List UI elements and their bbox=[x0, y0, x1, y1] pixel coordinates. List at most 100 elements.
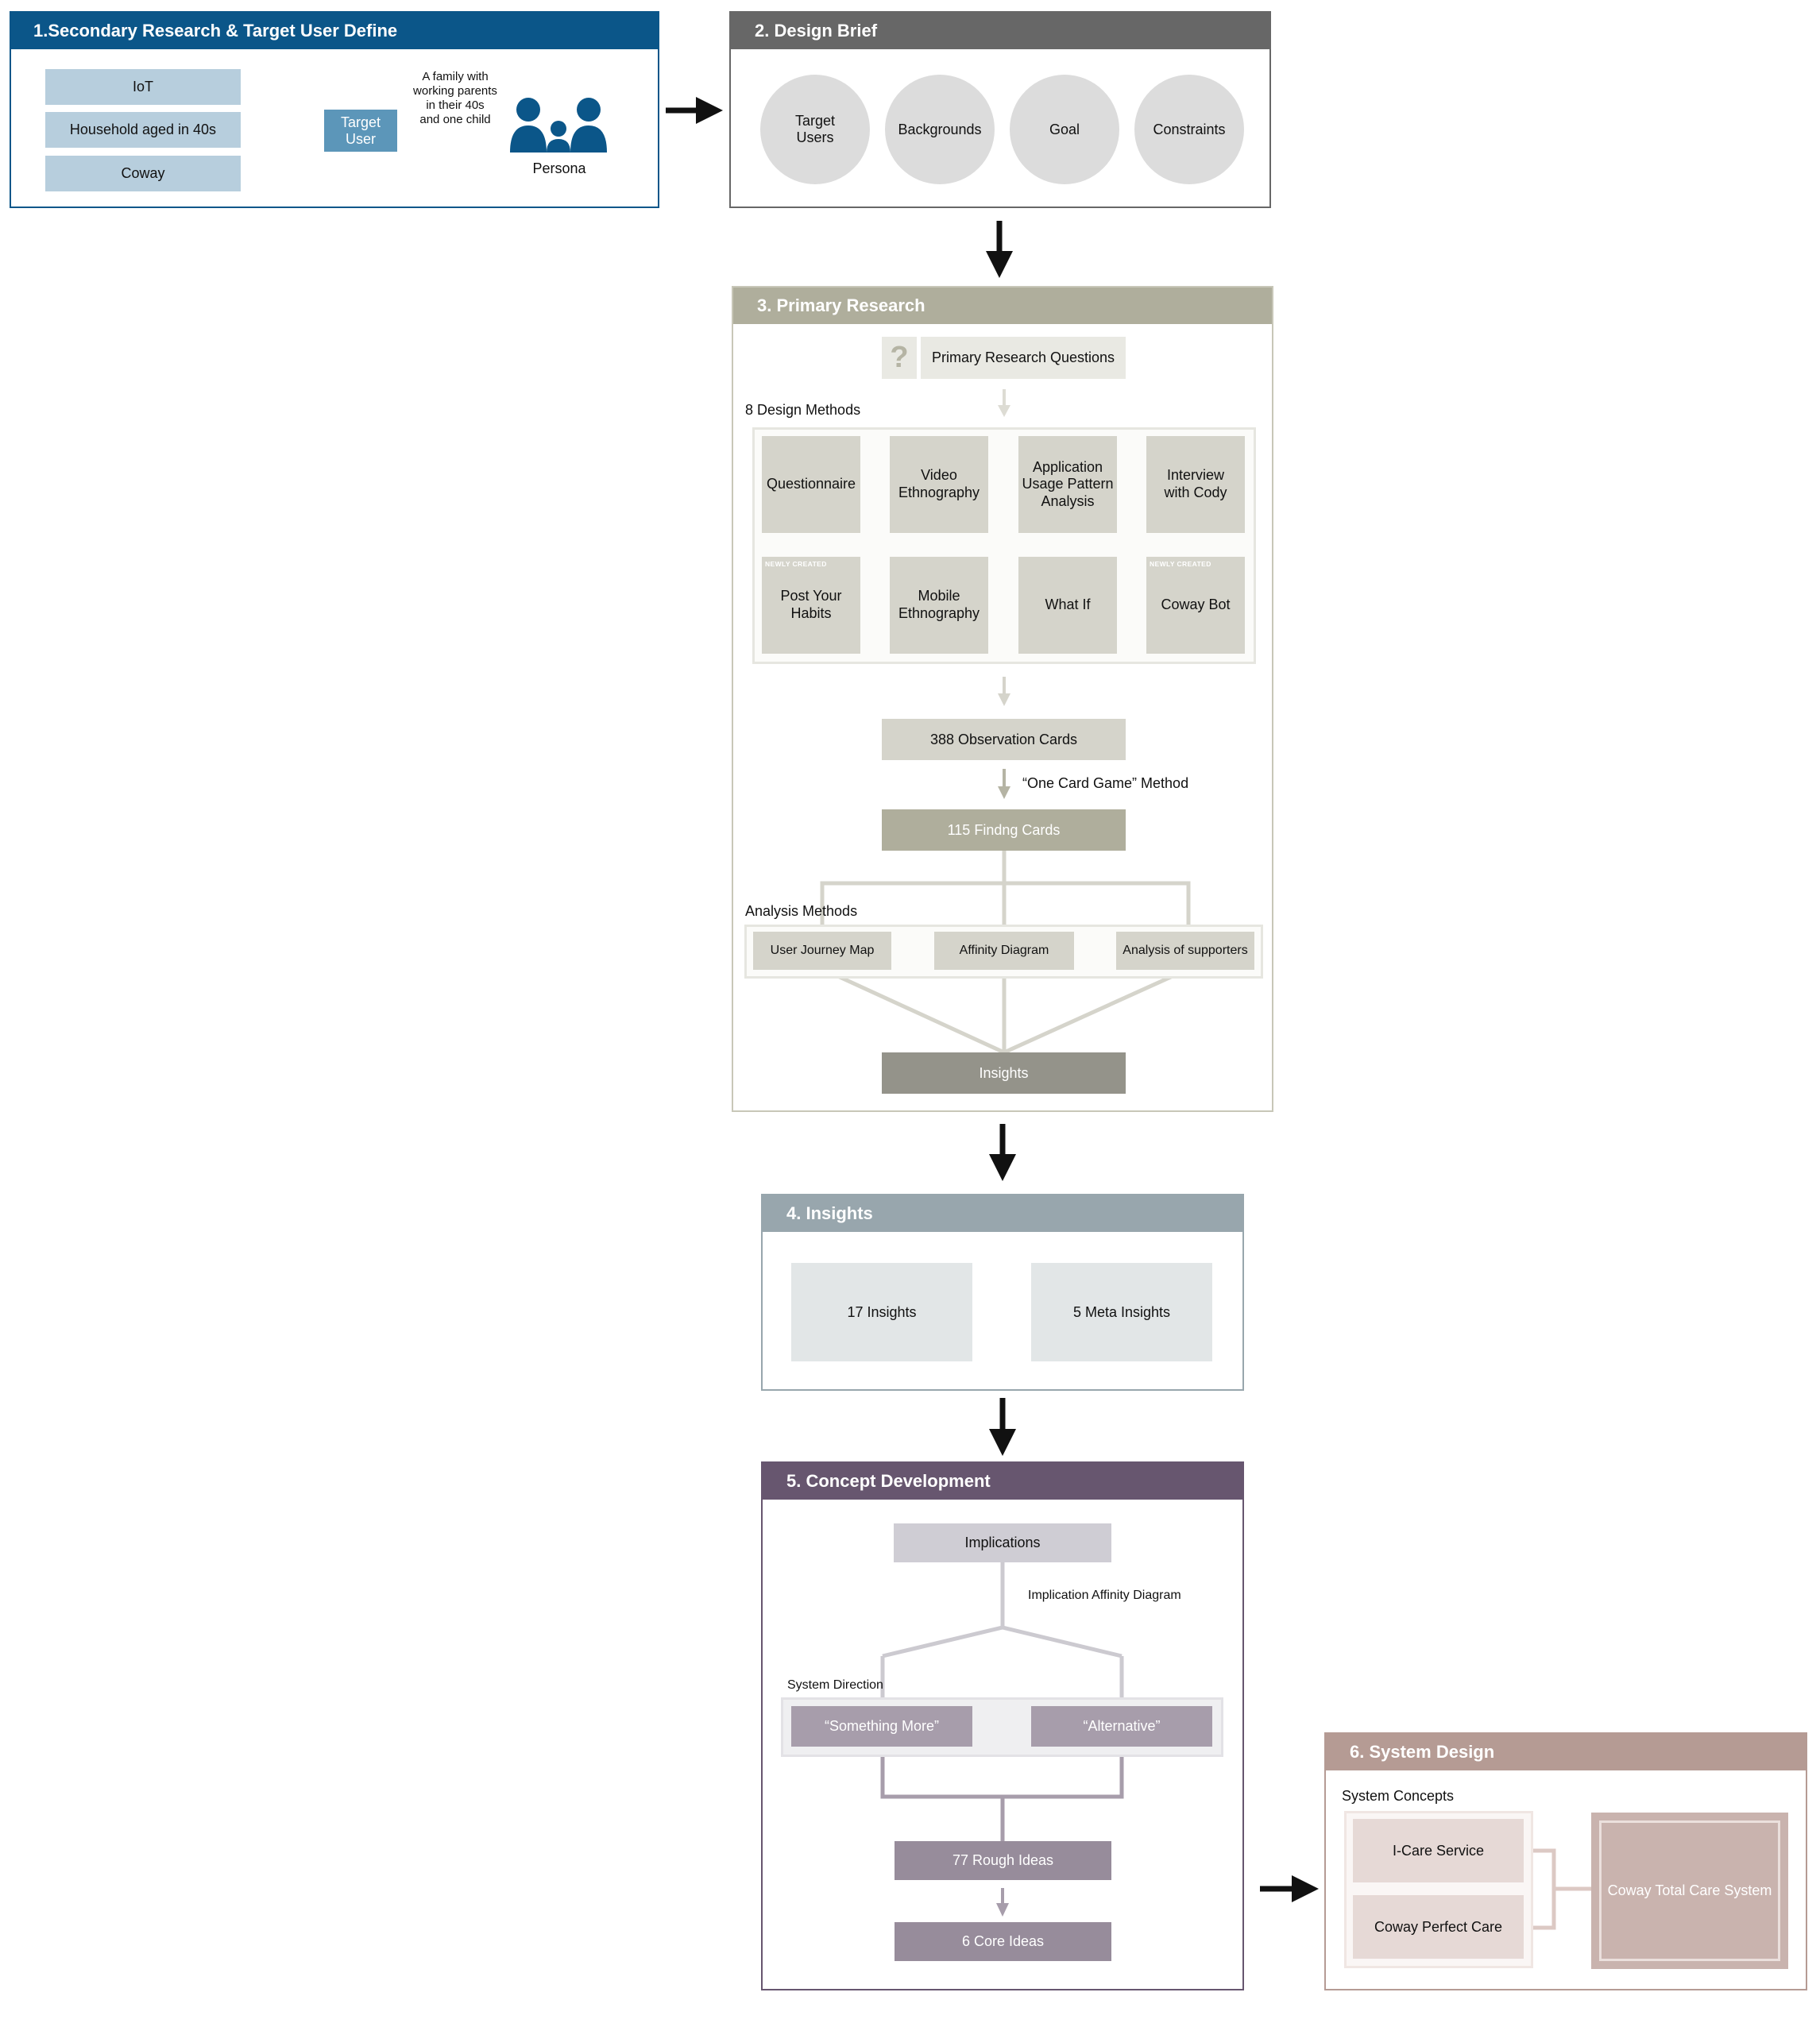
method-label: Application Usage Pattern Analysis bbox=[1022, 458, 1114, 509]
section-title-text: 1.Secondary Research & Target User Defin… bbox=[33, 21, 398, 41]
arrow-s2-to-s3 bbox=[986, 221, 1013, 278]
persona-description-text: A family with working parents in their 4… bbox=[413, 70, 497, 126]
arrow-observation-to-finding bbox=[998, 769, 1010, 799]
factor-household: Household aged in 40s bbox=[45, 112, 241, 148]
analysis-supporters: Analysis of supporters bbox=[1116, 932, 1254, 970]
system-concepts-label: System Concepts bbox=[1342, 1788, 1455, 1804]
analysis-label: Affinity Diagram bbox=[959, 943, 1049, 957]
section-title: 5. Concept Development bbox=[763, 1463, 1242, 1500]
analysis-affinity-diagram: Affinity Diagram bbox=[934, 932, 1074, 970]
method-coway-bot: NEWLY CREATED Coway Bot bbox=[1146, 557, 1245, 654]
method-label: What If bbox=[1045, 597, 1091, 613]
direction-alternative: “Alternative” bbox=[1031, 1706, 1212, 1747]
method-what-if: What If bbox=[1018, 557, 1117, 654]
section-title-text: 2. Design Brief bbox=[755, 21, 878, 41]
implications-box: Implications bbox=[894, 1523, 1111, 1562]
section-title-text: 5. Concept Development bbox=[786, 1471, 991, 1491]
insights-17: 17 Insights bbox=[791, 1263, 972, 1361]
method-mobile-ethnography: Mobile Ethnography bbox=[890, 557, 988, 654]
direction-something-more: “Something More” bbox=[791, 1706, 972, 1747]
arrow-s4-to-s5 bbox=[989, 1398, 1016, 1456]
direction-merge-lines bbox=[880, 1747, 1124, 1841]
method-post-your-habits: NEWLY CREATED Post Your Habits bbox=[762, 557, 860, 654]
total-care-label: Coway Total Care System bbox=[1607, 1882, 1772, 1899]
section-system-design: 6. System Design bbox=[1324, 1732, 1807, 1990]
brief-label: Target Users bbox=[794, 113, 836, 145]
analysis-label: Analysis of supporters bbox=[1123, 943, 1248, 957]
research-insights-label: Insights bbox=[979, 1064, 1029, 1081]
method-questionnaire: Questionnaire bbox=[762, 436, 860, 533]
factor-coway: Coway bbox=[45, 156, 241, 191]
method-label: Video Ethnography bbox=[898, 467, 980, 500]
one-card-game-note: “One Card Game” Method bbox=[1022, 775, 1189, 791]
factor-label: Coway bbox=[121, 165, 165, 182]
method-label: Questionnaire bbox=[766, 476, 856, 492]
target-user-box: Target User bbox=[324, 110, 397, 152]
brief-backgrounds: Backgrounds bbox=[885, 75, 995, 184]
arrow-s3-to-s4 bbox=[989, 1124, 1016, 1181]
method-interview-cody: Interview with Cody bbox=[1146, 436, 1245, 533]
section-title-text: 3. Primary Research bbox=[757, 295, 925, 315]
persona-label: Persona bbox=[532, 160, 586, 176]
observation-cards: 388 Observation Cards bbox=[882, 719, 1126, 760]
method-label: Coway Bot bbox=[1161, 597, 1231, 613]
method-video-ethnography: Video Ethnography bbox=[890, 436, 988, 533]
arrow-s1-to-s2 bbox=[666, 97, 723, 124]
analysis-user-journey-map: User Journey Map bbox=[753, 932, 891, 970]
persona-description: A family with working parents in their 4… bbox=[397, 56, 513, 127]
analysis-label: User Journey Map bbox=[770, 943, 875, 957]
section-title: 3. Primary Research bbox=[733, 288, 1272, 324]
analysis-methods-label: Analysis Methods bbox=[745, 903, 858, 919]
factor-label: Household aged in 40s bbox=[69, 122, 217, 138]
core-ideas-label: 6 Core Ideas bbox=[961, 1933, 1045, 1950]
target-user-label: Target User bbox=[340, 114, 381, 147]
brief-label: Goal bbox=[1049, 121, 1080, 137]
system-direction-label: System Direction bbox=[787, 1678, 883, 1692]
method-label: Interview with Cody bbox=[1164, 467, 1227, 500]
section-title: 1.Secondary Research & Target User Defin… bbox=[11, 13, 658, 49]
observation-label: 388 Observation Cards bbox=[929, 731, 1078, 747]
section-title: 6. System Design bbox=[1326, 1734, 1806, 1770]
brief-target-users: Target Users bbox=[760, 75, 870, 184]
meta-insights-5: 5 Meta Insights bbox=[1031, 1263, 1212, 1361]
section-concept-development: 5. Concept Development bbox=[761, 1461, 1244, 1990]
section-primary-research: 3. Primary Research bbox=[732, 286, 1273, 1112]
rough-ideas-label: 77 Rough Ideas bbox=[952, 1852, 1054, 1869]
question-mark-icon: ? bbox=[890, 340, 909, 374]
method-app-usage-analysis: Application Usage Pattern Analysis bbox=[1018, 436, 1117, 533]
meta-insights-label: 5 Meta Insights bbox=[1072, 1303, 1171, 1320]
concept-perfect-care: Coway Perfect Care bbox=[1353, 1895, 1524, 1959]
rough-ideas: 77 Rough Ideas bbox=[895, 1841, 1111, 1880]
arrow-rough-to-core bbox=[996, 1888, 1009, 1917]
finding-cards: 115 Findng Cards bbox=[882, 809, 1126, 851]
brief-constraints: Constraints bbox=[1134, 75, 1244, 184]
implications-label: Implications bbox=[964, 1535, 1041, 1551]
direction-label: “Alternative” bbox=[1083, 1718, 1161, 1735]
implication-affinity-note: Implication Affinity Diagram bbox=[1028, 1589, 1181, 1602]
research-questions: Primary Research Questions bbox=[921, 337, 1126, 379]
insights-label: 17 Insights bbox=[847, 1303, 917, 1320]
design-methods-label: 8 Design Methods bbox=[745, 402, 861, 418]
family-persona-icon bbox=[508, 97, 609, 154]
research-insights: Insights bbox=[882, 1052, 1126, 1094]
brief-label: Constraints bbox=[1153, 121, 1226, 137]
brief-label: Backgrounds bbox=[898, 121, 982, 137]
section-title: 4. Insights bbox=[763, 1195, 1242, 1232]
research-questions-label: Primary Research Questions bbox=[931, 349, 1115, 366]
newly-created-badge: NEWLY CREATED bbox=[765, 560, 827, 568]
concept-i-care: I-Care Service bbox=[1353, 1819, 1524, 1882]
factor-label: IoT bbox=[132, 79, 153, 95]
arrow-methods-to-observation bbox=[998, 677, 1010, 706]
newly-created-badge: NEWLY CREATED bbox=[1150, 560, 1211, 568]
direction-label: “Something More” bbox=[824, 1718, 940, 1735]
section-title-text: 4. Insights bbox=[786, 1203, 873, 1223]
core-ideas: 6 Core Ideas bbox=[895, 1922, 1111, 1961]
arrow-s5-to-s6 bbox=[1260, 1875, 1319, 1902]
total-care-outer bbox=[1591, 1813, 1788, 1969]
concept-label: Coway Perfect Care bbox=[1374, 1918, 1503, 1935]
concept-label: I-Care Service bbox=[1392, 1842, 1485, 1859]
section-title: 2. Design Brief bbox=[731, 13, 1269, 49]
factor-iot: IoT bbox=[45, 69, 241, 105]
brief-goal: Goal bbox=[1010, 75, 1119, 184]
